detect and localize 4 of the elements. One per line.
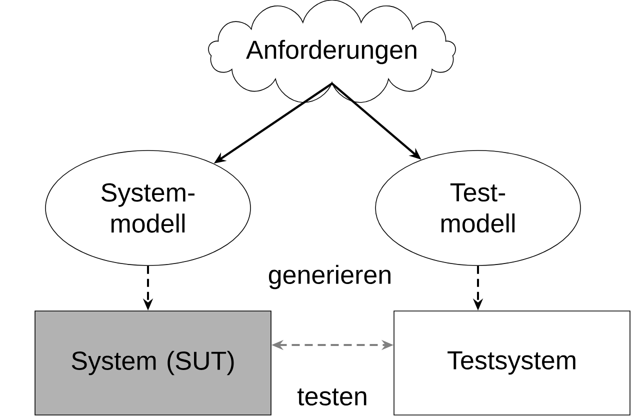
- step-label: generieren: [268, 264, 390, 290]
- system-box: System (SUT): [34, 310, 272, 416]
- system-box: Testsystem: [394, 310, 630, 416]
- edge-label: testen: [296, 387, 369, 407]
